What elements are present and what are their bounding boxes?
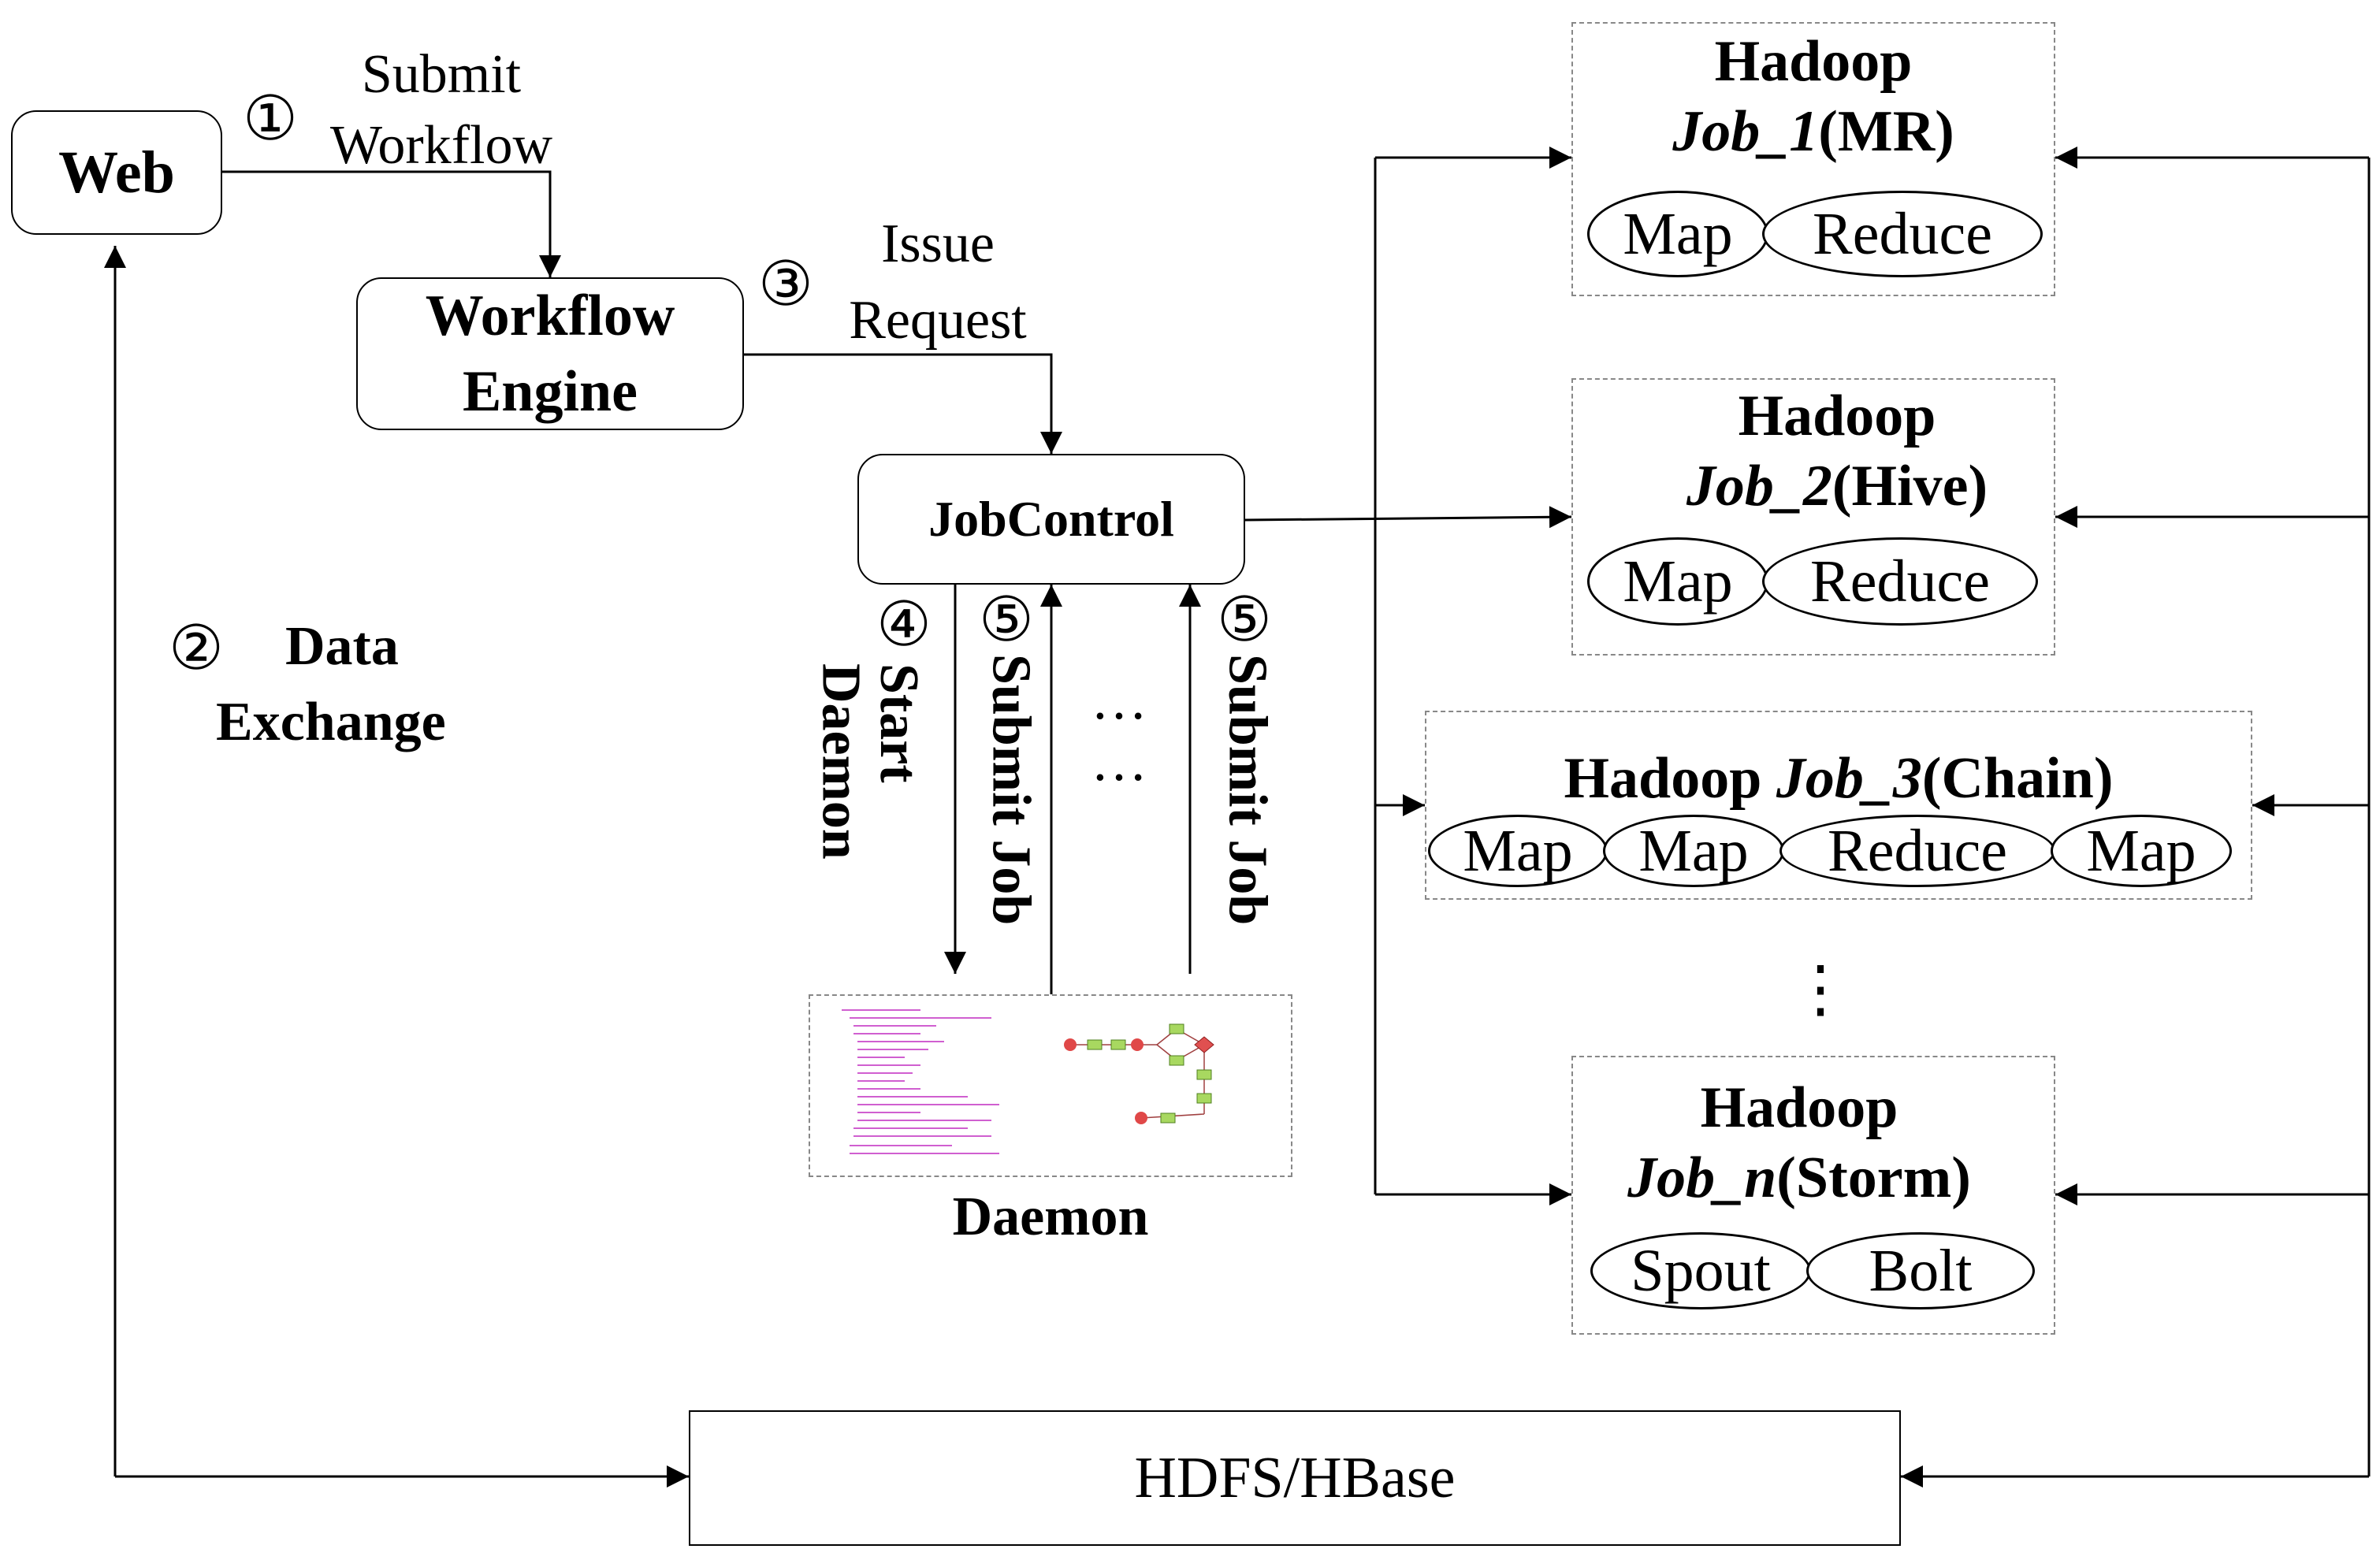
job-3-title: Hadoop Job_3(Chain)	[1425, 744, 2252, 814]
engine-line2: Engine	[462, 359, 638, 424]
job-2-panel	[1571, 378, 2055, 656]
step-4-line2: Daemon	[810, 663, 872, 860]
daemon-label: Daemon	[952, 1187, 1149, 1247]
job-1-phase-map: Map	[1587, 191, 1768, 277]
job-2-phase-map: Map	[1587, 537, 1768, 626]
job-1-name: Job_1	[1672, 98, 1819, 164]
job-1-panel	[1571, 22, 2055, 296]
job-1-suffix: (MR)	[1818, 98, 1954, 164]
hdfs-label: HDFS/HBase	[1134, 1445, 1456, 1510]
job-3-prefix: Hadoop	[1564, 746, 1762, 811]
step-5b-marker: ⑤	[1217, 585, 1272, 654]
job-1-prefix: Hadoop	[1714, 29, 1913, 94]
job-n-suffix: (Storm)	[1776, 1145, 1971, 1210]
arrow-engine-to-jobcontrol	[744, 353, 1062, 454]
job-3-phase-reduce: Reduce	[1779, 815, 2055, 887]
job-n-prefix: Hadoop	[1700, 1075, 1898, 1140]
ellipsis-vertical: ⋮	[1789, 955, 1852, 1024]
daemon-workflow-thumbnail	[842, 1009, 1214, 1154]
job-3-panel	[1425, 711, 2252, 900]
step-4-label: Start Daemon	[810, 663, 930, 860]
engine-line1: Workflow	[425, 283, 675, 348]
job-n-panel	[1571, 1056, 2055, 1335]
job-n-phase-bolt: Bolt	[1806, 1232, 2035, 1309]
step-1-line1: Submit	[361, 44, 522, 105]
jobcontrol-box: JobControl	[857, 454, 1245, 585]
job-n-phase-spout: Spout	[1590, 1232, 1811, 1309]
job-2-phase-reduce: Reduce	[1762, 537, 2038, 626]
job-3-name: Job_3	[1776, 746, 1922, 811]
step-2-marker: ②	[169, 614, 224, 682]
step-2-line2: Exchange	[216, 692, 446, 752]
workflow-engine-box: Workflow Engine	[356, 277, 744, 430]
daemon-panel	[809, 994, 1292, 1177]
arrow-web-to-engine	[222, 170, 561, 277]
step-2-line1: Data	[285, 616, 399, 677]
step-1-line2: Workflow	[329, 114, 553, 176]
step-1-label: Submit Workflow	[299, 39, 583, 180]
job-3-phase-map-3: Map	[2051, 815, 2232, 887]
job-n-title: Hadoop Job_n(Storm)	[1571, 1073, 2027, 1213]
arrow-jobcontrol-to-jobs	[1244, 506, 1572, 529]
step-3-line2: Request	[849, 289, 1027, 351]
step-3-line1: Issue	[881, 214, 995, 274]
ellipsis-horizontal: …	[1091, 668, 1147, 731]
step-1-marker: ①	[243, 84, 298, 153]
job-1-phase-reduce: Reduce	[1762, 191, 2043, 277]
job-3-phase-map-1: Map	[1428, 815, 1608, 887]
job-2-suffix: (Hive)	[1831, 453, 1988, 518]
job-n-name: Job_n	[1627, 1145, 1777, 1210]
step-5a-marker: ⑤	[979, 585, 1034, 654]
web-box: Web	[11, 110, 222, 235]
step-4-marker: ④	[876, 590, 932, 659]
step-5a-label: Submit Job	[980, 654, 1042, 926]
step-4-line1: Start	[868, 663, 929, 783]
job-2-name: Job_2	[1686, 453, 1832, 518]
step-3-marker: ③	[758, 250, 813, 318]
job-2-prefix: Hadoop	[1738, 384, 1936, 448]
hdfs-box: HDFS/HBase	[689, 1410, 1901, 1546]
ellipsis-horizontal-2: …	[1091, 730, 1147, 793]
job-1-title: Hadoop Job_1(MR)	[1571, 27, 2055, 167]
job-2-title: Hadoop Job_2(Hive)	[1619, 381, 2055, 522]
step-3-label: Issue Request	[812, 206, 1064, 358]
jobcontrol-label: JobControl	[928, 491, 1174, 547]
job-3-phase-map-2: Map	[1603, 815, 1784, 887]
web-label: Web	[58, 139, 175, 206]
job-3-suffix: (Chain)	[1921, 746, 2114, 811]
step-5b-label: Submit Job	[1217, 654, 1278, 926]
